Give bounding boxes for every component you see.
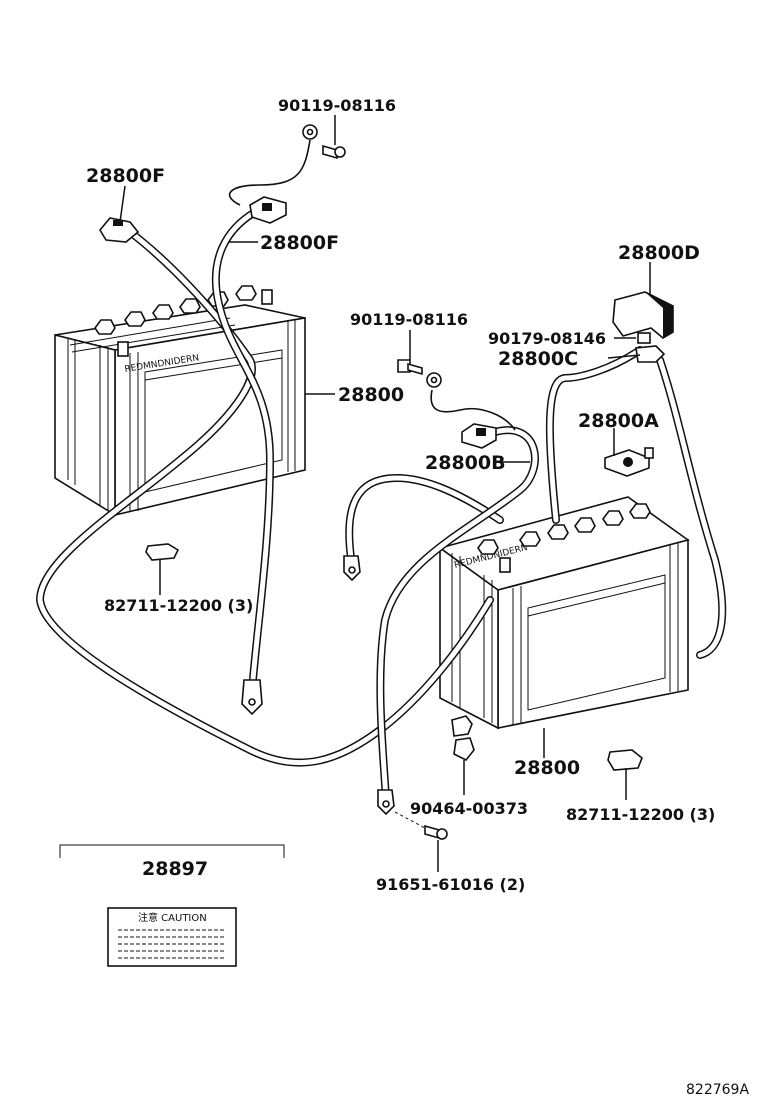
- cables: [35, 139, 727, 804]
- caution-plate-group: 28897 注意 CAUTION: [59, 844, 285, 967]
- caution-text: 注意 CAUTION: [138, 911, 207, 924]
- battery-left-caps: [94, 285, 273, 357]
- label-battery-left: 28800: [338, 384, 404, 406]
- label-clamp-left: 28800F: [86, 165, 165, 187]
- label-caution-plate: 28897: [142, 858, 208, 880]
- label-clamp-right-bottom: 82711-12200 (3): [566, 805, 715, 824]
- label-clamp-left-bottom: 82711-12200 (3): [104, 596, 253, 615]
- label-battery-right: 28800: [514, 757, 580, 779]
- label-nut: 90179-08146: [488, 329, 606, 348]
- label-cable-mid: 28800F: [260, 232, 339, 254]
- diagram-id: 822769A: [686, 1082, 749, 1098]
- label-cover: 28800D: [618, 242, 700, 264]
- part-labels: 90119-08116 28800F 28800F 28800 90119-08…: [86, 96, 715, 894]
- label-terminal-a: 28800A: [578, 410, 659, 432]
- label-cable-b: 28800B: [425, 452, 506, 474]
- battery-right-caps: [477, 503, 651, 573]
- label-clip: 90464-00373: [410, 799, 528, 818]
- label-cable-c: 28800C: [498, 348, 578, 370]
- label-bolt-bottom: 91651-61016 (2): [376, 875, 525, 894]
- label-bolt-mid: 90119-08116: [350, 310, 468, 329]
- label-bolt-top: 90119-08116: [278, 96, 396, 115]
- battery-left: REDMNDNIDERN: [54, 285, 306, 517]
- battery-right: REDMNDNIDERN: [438, 496, 690, 730]
- hardware-parts: [99, 124, 674, 840]
- leader-lines: [119, 115, 651, 872]
